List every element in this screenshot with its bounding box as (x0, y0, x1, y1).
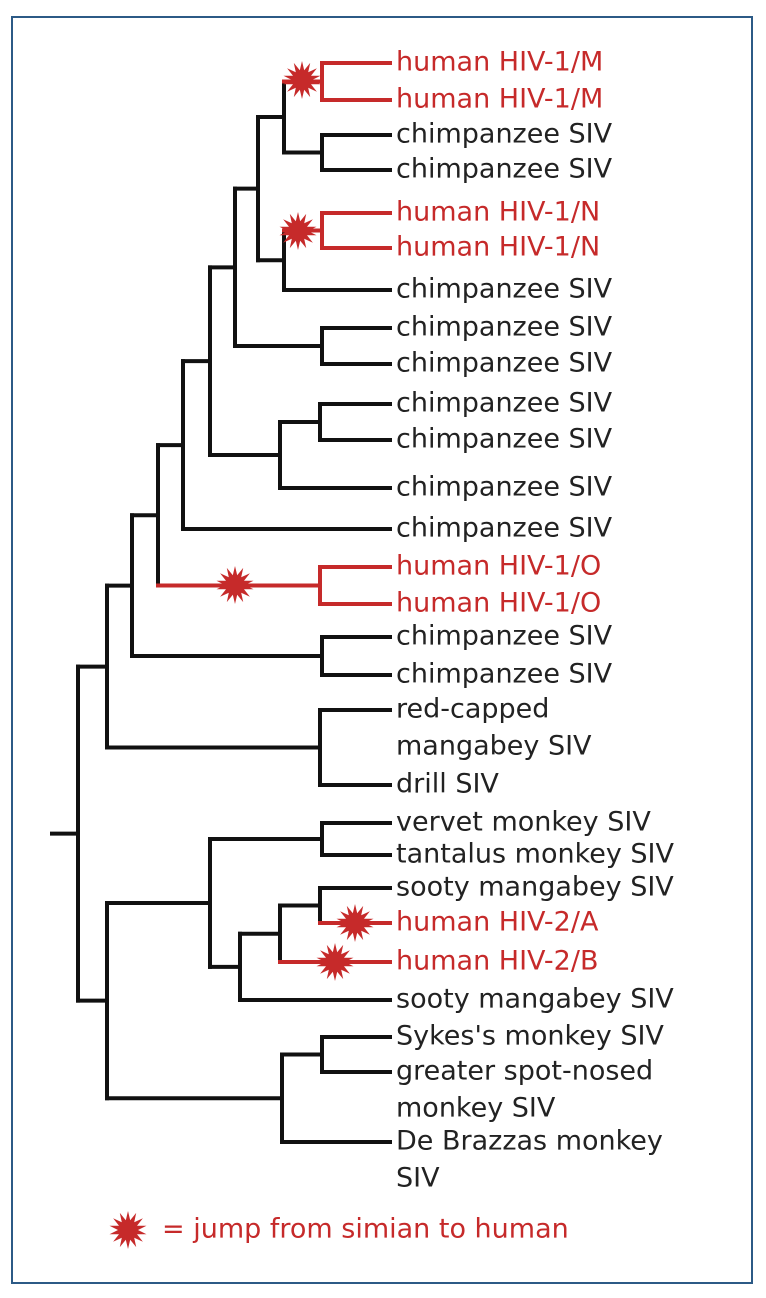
leaf-label: human HIV-1/O (396, 551, 601, 582)
leaf-label: chimpanzee SIV (396, 312, 613, 343)
starburst-icon (279, 212, 317, 250)
leaf-label: sooty mangabey SIV (396, 872, 674, 903)
leaf-label: chimpanzee SIV (396, 154, 613, 185)
leaf-label: monkey SIV (396, 1093, 556, 1124)
starburst-icon (283, 61, 321, 99)
tree-branches (50, 61, 392, 1144)
leaf-label: sooty mangabey SIV (396, 984, 674, 1015)
leaf-label: chimpanzee SIV (396, 388, 613, 419)
leaf-label: vervet monkey SIV (396, 807, 651, 838)
leaf-label: chimpanzee SIV (396, 659, 613, 690)
leaf-label: greater spot-nosed (396, 1056, 653, 1087)
jump-markers (216, 61, 374, 981)
leaf-label: human HIV-2/A (396, 907, 599, 938)
leaf-label: human HIV-1/N (396, 232, 600, 263)
legend: = jump from simian to human (109, 1211, 569, 1249)
leaf-label: chimpanzee SIV (396, 424, 613, 455)
leaf-label: red-capped (396, 694, 549, 725)
leaf-label: chimpanzee SIV (396, 513, 613, 544)
leaf-label: human HIV-1/O (396, 588, 601, 619)
leaf-label: SIV (396, 1163, 440, 1194)
leaf-label: human HIV-1/M (396, 47, 603, 78)
leaf-label: drill SIV (396, 769, 499, 800)
starburst-icon (109, 1211, 147, 1249)
leaf-label: De Brazzas monkey (396, 1126, 663, 1157)
leaf-label: Sykes's monkey SIV (396, 1021, 664, 1052)
starburst-icon (316, 943, 354, 981)
leaf-labels: human HIV-1/M human HIV-1/M chimpanzee SIV… (396, 47, 675, 1194)
leaf-label: chimpanzee SIV (396, 621, 613, 652)
leaf-label: human HIV-2/B (396, 946, 598, 977)
leaf-label: chimpanzee SIV (396, 472, 613, 503)
starburst-icon (336, 904, 374, 942)
leaf-label: human HIV-1/N (396, 197, 600, 228)
leaf-label: human HIV-1/M (396, 84, 603, 115)
leaf-label: mangabey SIV (396, 731, 592, 762)
leaf-label: chimpanzee SIV (396, 348, 613, 379)
leaf-label: chimpanzee SIV (396, 274, 613, 305)
leaf-label: tantalus monkey SIV (396, 839, 675, 870)
leaf-label: chimpanzee SIV (396, 119, 613, 150)
starburst-icon (216, 566, 254, 604)
legend-text: = jump from simian to human (162, 1214, 569, 1245)
starburst-icon (109, 1211, 147, 1249)
